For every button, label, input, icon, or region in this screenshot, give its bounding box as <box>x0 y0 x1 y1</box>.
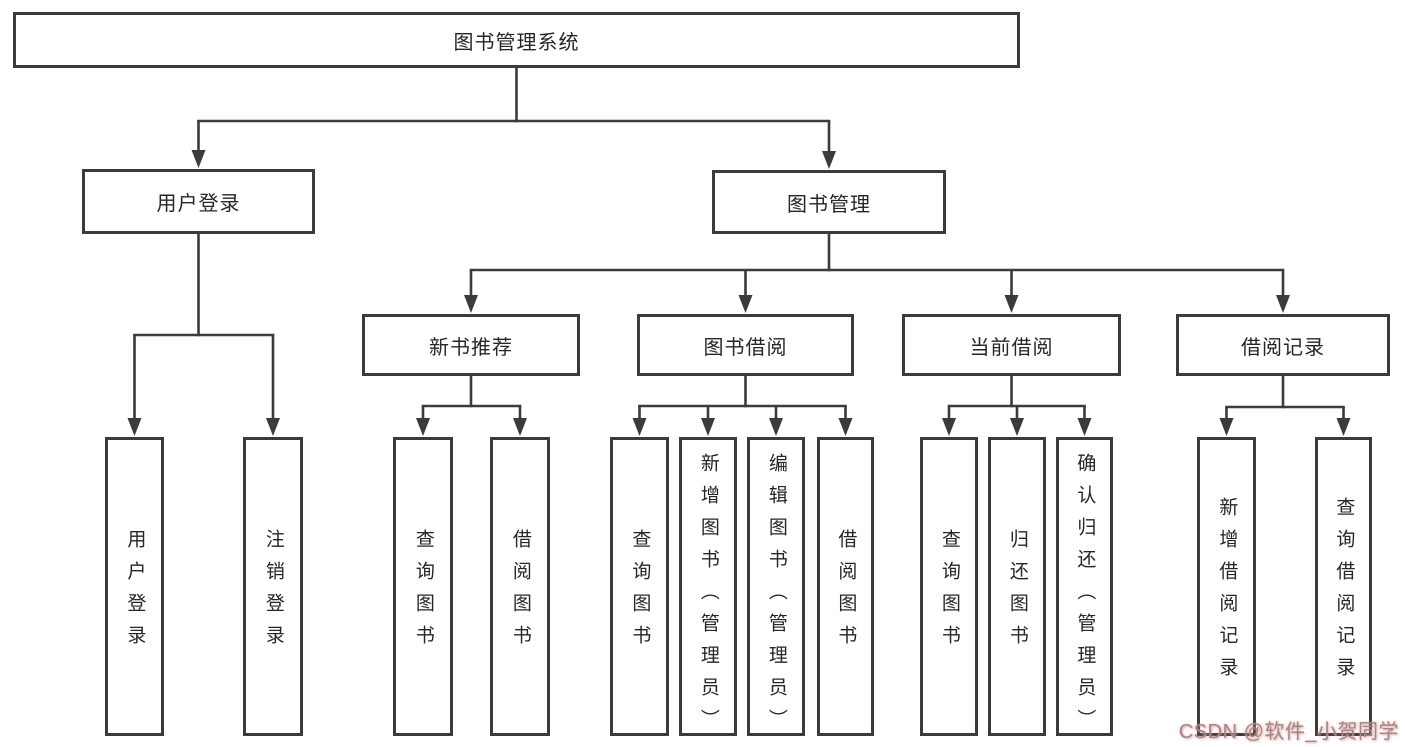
node-leaf-query-book-3: 查询图书 <box>920 437 978 736</box>
node-label: 新书推荐 <box>429 336 513 359</box>
node-book-borrow: 图书借阅 <box>637 314 854 376</box>
node-label: 借阅图书 <box>835 529 857 657</box>
arrowhead-down-icon <box>1219 418 1234 436</box>
arrowhead-down-icon <box>738 295 753 313</box>
arrowhead-down-icon <box>1276 295 1290 313</box>
arrowhead-down-icon <box>191 150 206 168</box>
node-leaf-add-book: 新增图书（管理员） <box>679 437 737 741</box>
node-label: 借阅记录 <box>1241 336 1325 359</box>
node-leaf-confirm-return: 确认归还（管理员） <box>1056 437 1113 741</box>
node-label: 当前借阅 <box>969 336 1054 359</box>
node-root: 图书管理系统 <box>13 12 1020 68</box>
arrowhead-down-icon <box>838 418 853 436</box>
watermark: CSDN @软件_小贺同学 <box>1178 721 1399 743</box>
node-leaf-query-borrow-record: 查询借阅记录 <box>1315 437 1372 736</box>
arrowhead-down-icon <box>127 418 142 436</box>
node-label: 确认归还（管理员） <box>1074 453 1096 741</box>
arrowhead-down-icon <box>464 295 478 313</box>
node-label: 归还图书 <box>1006 529 1028 657</box>
node-leaf-borrow-book-1: 借阅图书 <box>490 437 550 736</box>
node-new-book-recommend: 新书推荐 <box>362 314 580 376</box>
node-leaf-return-book: 归还图书 <box>988 437 1046 736</box>
node-user-login: 用户登录 <box>82 169 315 234</box>
node-label: 查询借阅记录 <box>1333 497 1355 689</box>
arrowhead-down-icon <box>632 418 647 436</box>
node-leaf-user-login: 用户登录 <box>105 437 164 736</box>
arrowhead-down-icon <box>822 151 836 169</box>
node-current-borrow: 当前借阅 <box>902 314 1121 376</box>
node-label: 查询图书 <box>938 529 960 657</box>
node-label: 查询图书 <box>412 529 434 657</box>
node-label: 查询图书 <box>629 529 651 657</box>
node-label: 用户登录 <box>124 529 146 657</box>
node-label: 图书借阅 <box>703 336 788 359</box>
arrowhead-down-icon <box>266 418 280 436</box>
node-leaf-add-borrow-record: 新增借阅记录 <box>1197 437 1256 736</box>
arrowhead-down-icon <box>1004 295 1019 313</box>
node-label: 用户登录 <box>156 193 241 215</box>
arrowhead-down-icon <box>1010 418 1024 436</box>
node-leaf-borrow-book-2: 借阅图书 <box>817 437 874 736</box>
node-leaf-logout: 注销登录 <box>243 437 303 736</box>
arrowhead-down-icon <box>942 418 956 436</box>
node-label: 图书管理系统 <box>453 31 580 54</box>
node-book-management: 图书管理 <box>712 170 946 234</box>
node-leaf-edit-book: 编辑图书（管理员） <box>747 437 805 741</box>
arrowhead-down-icon <box>1336 418 1351 436</box>
node-label: 新增图书（管理员） <box>697 453 719 741</box>
node-label: 图书管理 <box>787 193 871 216</box>
node-borrow-records: 借阅记录 <box>1176 314 1390 376</box>
node-label: 新增借阅记录 <box>1216 497 1238 689</box>
arrowhead-down-icon <box>769 418 783 436</box>
arrowhead-down-icon <box>701 418 715 436</box>
node-label: 编辑图书（管理员） <box>765 453 787 741</box>
arrowhead-down-icon <box>513 418 527 436</box>
node-leaf-query-book-1: 查询图书 <box>393 437 453 736</box>
node-leaf-query-book-2: 查询图书 <box>610 437 669 736</box>
node-label: 注销登录 <box>262 529 284 657</box>
node-label: 借阅图书 <box>509 529 531 657</box>
arrowhead-down-icon <box>1077 418 1092 436</box>
arrowhead-down-icon <box>416 418 430 436</box>
